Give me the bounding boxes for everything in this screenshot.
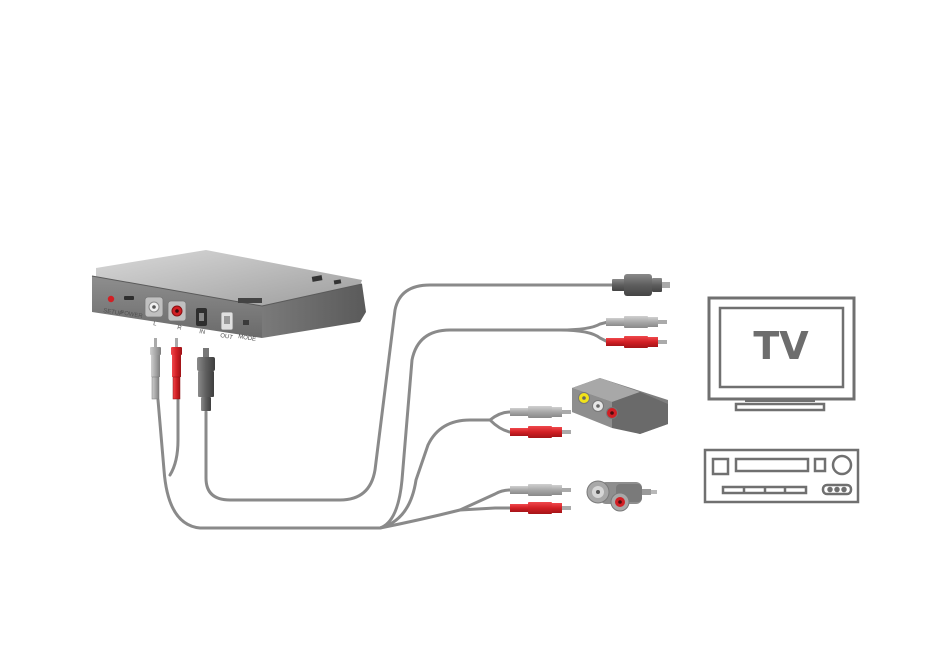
cable-branch-2b <box>490 420 510 432</box>
setup-led-icon <box>108 296 114 302</box>
optical-plug-icon <box>612 274 670 296</box>
tv-icon: TV <box>709 298 854 410</box>
cable-audio-red <box>170 400 178 475</box>
cable-branch-1b <box>560 330 608 342</box>
transmitter-box-icon: SETUP POWER L R IN OUT MODE <box>92 250 366 343</box>
rca-plug-pair-icon <box>510 406 571 438</box>
label-right: R <box>177 325 183 332</box>
rca-plug-pair-icon <box>150 338 182 399</box>
label-optical-in: IN <box>199 329 206 336</box>
usb-port-icon <box>124 296 134 300</box>
rca-plug-pair-icon <box>510 484 571 514</box>
cable-audio-main <box>158 400 380 528</box>
cable-branch-3b <box>460 508 510 510</box>
label-optical-out: OUT <box>220 333 234 341</box>
cable-branch-2 <box>380 412 510 528</box>
rca-plug-pair-icon <box>606 316 667 348</box>
label-left: L <box>153 321 158 328</box>
av-receiver-icon <box>705 450 858 502</box>
mode-button-icon <box>243 320 249 325</box>
optical-plug-icon <box>197 348 215 411</box>
tv-label: TV <box>753 324 809 368</box>
scart-adapter-icon <box>572 378 668 434</box>
jack-adapter-icon <box>587 481 657 511</box>
